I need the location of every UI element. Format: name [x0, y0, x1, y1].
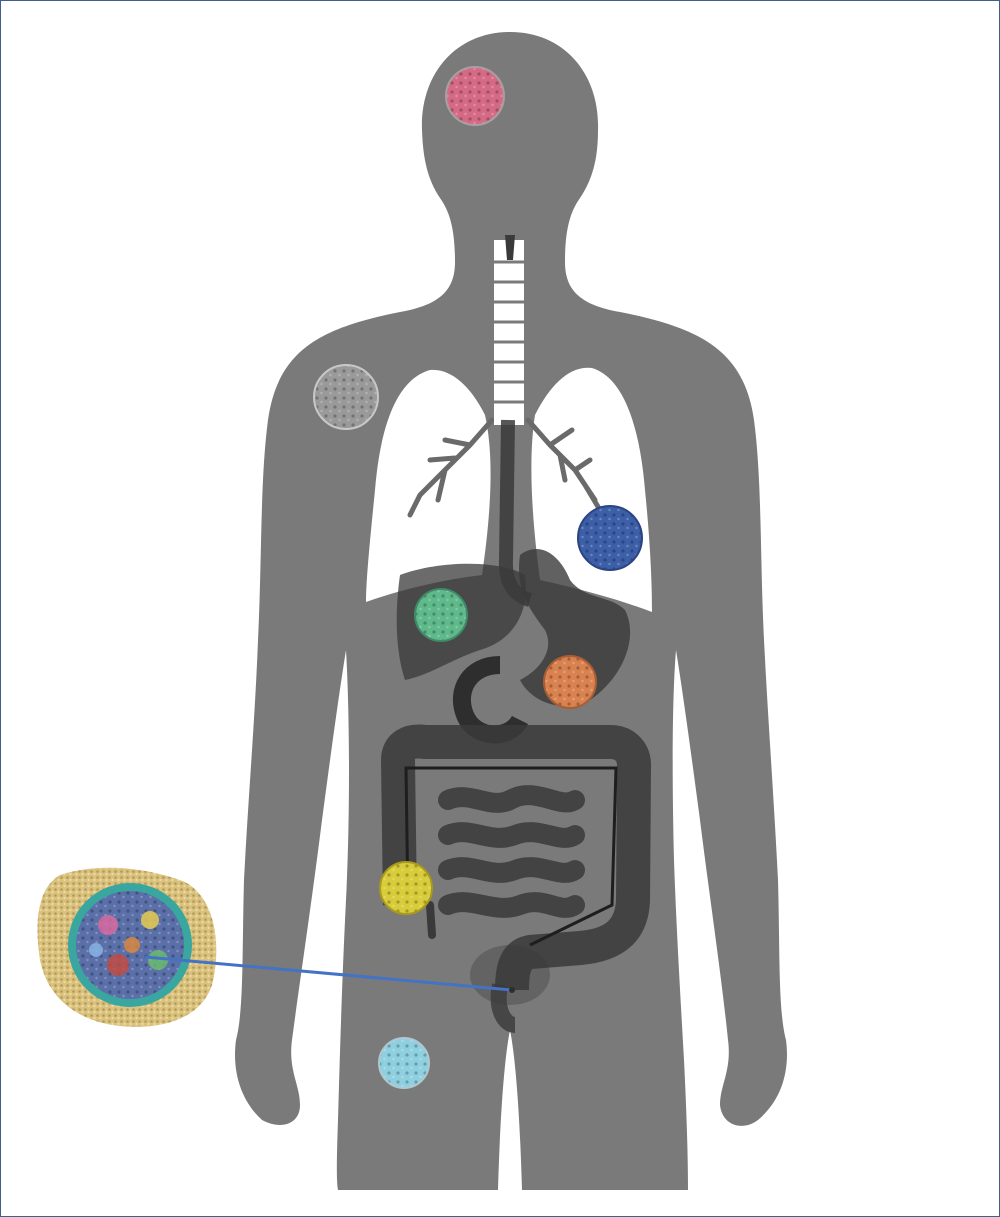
liver-microbe-icon [415, 589, 467, 641]
trachea [494, 240, 524, 425]
magnified-gut-view [37, 868, 216, 1027]
pelvis-shade [470, 945, 550, 1005]
lung-microbe-icon [578, 506, 642, 570]
colon-microbe-icon [380, 862, 432, 914]
connector-anchor [509, 987, 515, 993]
appendix [430, 905, 432, 935]
leg-microbe-icon [379, 1038, 429, 1088]
brain-microbe-icon [446, 67, 504, 125]
stomach-microbe-icon [544, 656, 596, 708]
skin-microbe-icon [314, 365, 378, 429]
